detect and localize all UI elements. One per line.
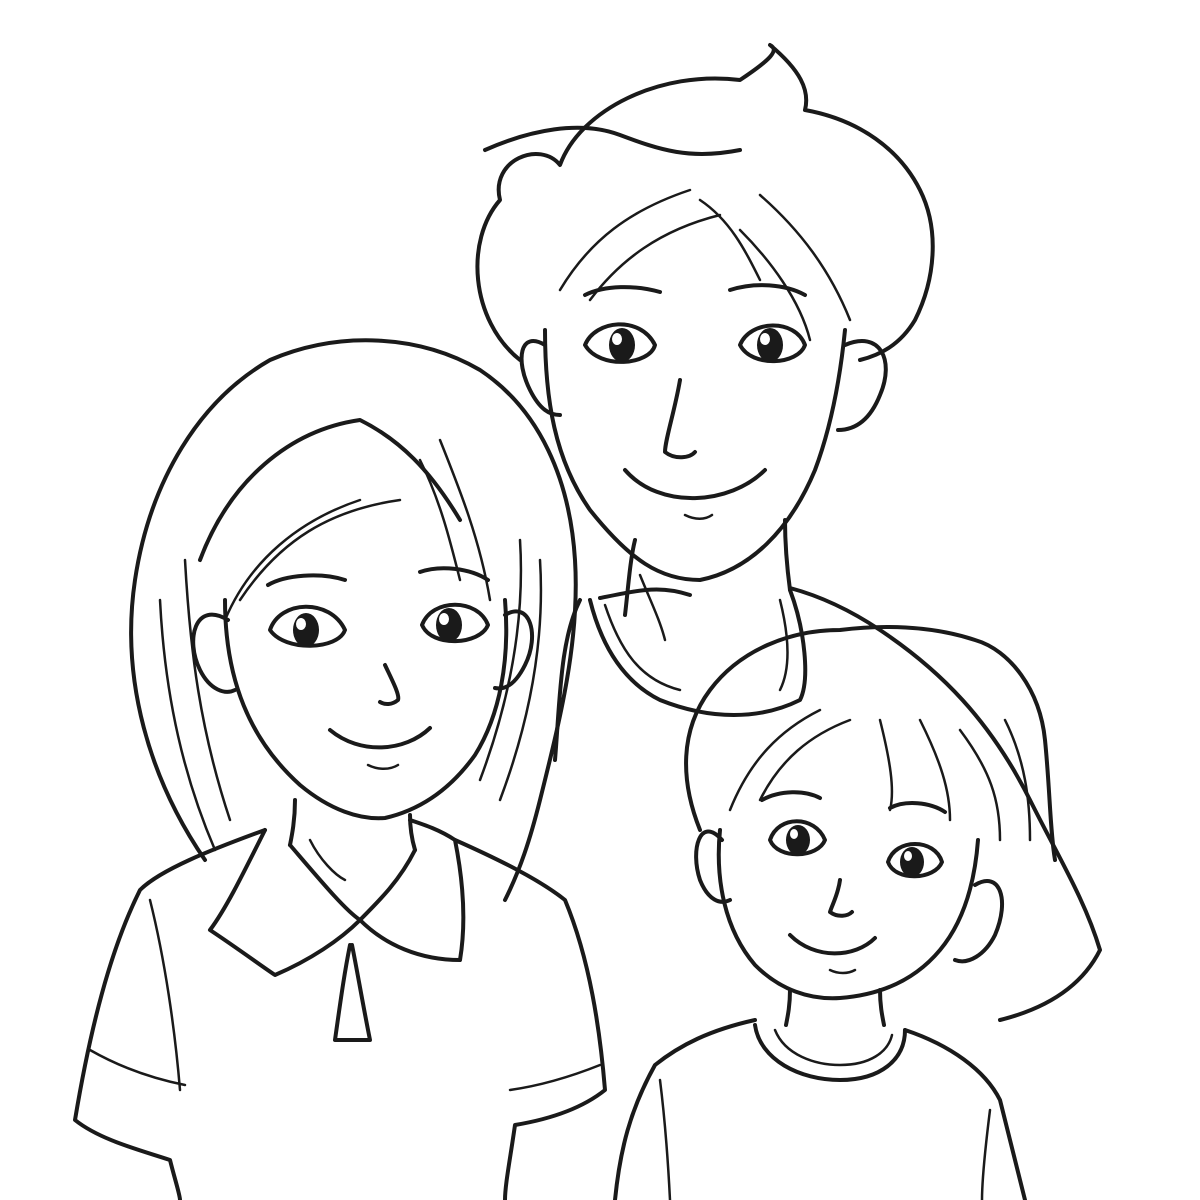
boy-mouth bbox=[788, 933, 877, 956]
boy-ear-left bbox=[694, 829, 732, 904]
father-collar bbox=[588, 588, 808, 717]
father-nose bbox=[663, 378, 697, 460]
girl-tie bbox=[333, 943, 372, 1042]
father-eye-right bbox=[738, 323, 807, 364]
girl-eyebrow-left bbox=[266, 573, 347, 587]
father-hair bbox=[475, 43, 935, 362]
boy-nose bbox=[828, 878, 854, 918]
father-face bbox=[543, 328, 847, 582]
girl-neck bbox=[288, 798, 417, 852]
boy-shirt bbox=[613, 1018, 1027, 1200]
father-eye-left bbox=[583, 322, 657, 364]
boy-hair bbox=[684, 625, 1057, 862]
girl-hair-outline bbox=[129, 338, 578, 902]
father-ear-right bbox=[836, 339, 888, 432]
boy-collar bbox=[753, 1023, 907, 1082]
father-eyebrow-left bbox=[583, 285, 662, 297]
girl-figure bbox=[73, 338, 607, 1200]
girl-eyebrow-right bbox=[418, 566, 490, 582]
boy-eyebrow-left bbox=[760, 790, 822, 802]
father-figure bbox=[475, 43, 1102, 1022]
father-shirt bbox=[553, 586, 1102, 1022]
girl-ear-left bbox=[191, 612, 237, 694]
girl-nose bbox=[378, 663, 401, 707]
boy-eyebrow-right bbox=[888, 801, 947, 814]
girl-shirt bbox=[73, 828, 607, 1200]
father-eyebrow-right bbox=[728, 283, 807, 297]
boy-figure bbox=[613, 625, 1057, 1200]
boy-eye-left bbox=[768, 819, 827, 857]
boy-neck bbox=[784, 988, 886, 1027]
father-neck bbox=[623, 518, 792, 617]
girl-face bbox=[223, 598, 509, 821]
girl-ear-right bbox=[493, 609, 535, 691]
girl-mouth bbox=[328, 726, 432, 750]
girl-eye-left bbox=[268, 604, 347, 648]
father-mouth bbox=[623, 468, 767, 501]
boy-eye-right bbox=[886, 842, 944, 879]
father-ear-left bbox=[519, 339, 562, 417]
boy-ear-right bbox=[953, 879, 1005, 964]
girl-eye-right bbox=[420, 602, 490, 644]
boy-face bbox=[716, 828, 980, 1001]
